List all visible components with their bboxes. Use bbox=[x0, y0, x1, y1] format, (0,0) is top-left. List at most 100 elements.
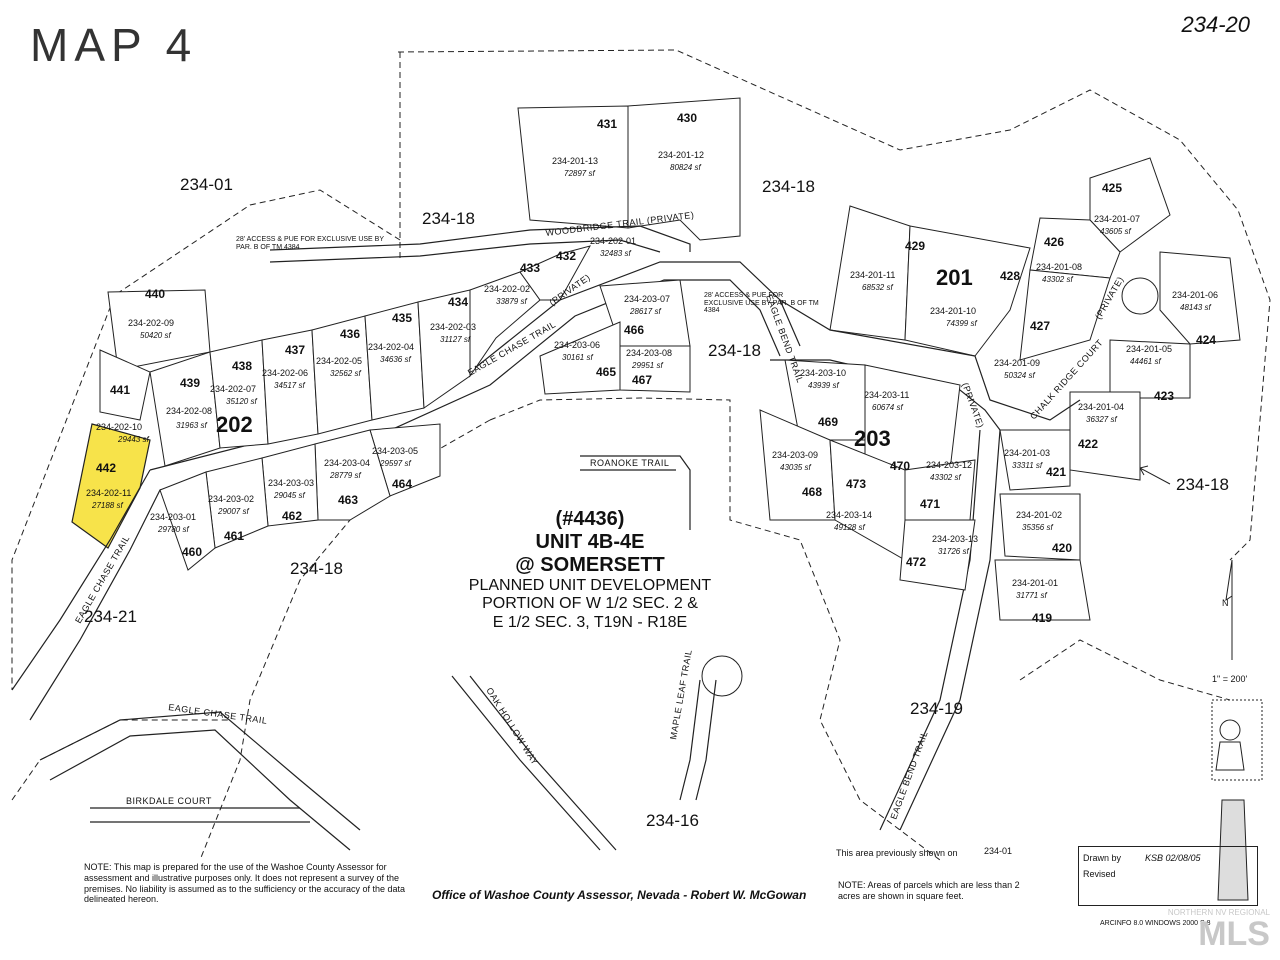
lot-433[interactable]: 433 bbox=[520, 261, 540, 275]
lot-427[interactable]: 427 bbox=[1030, 319, 1050, 333]
parcel-433 bbox=[469, 271, 541, 378]
apn-430: 234-201-12 bbox=[658, 150, 704, 160]
lot-429[interactable]: 429 bbox=[905, 239, 925, 253]
lot-469[interactable]: 469 bbox=[818, 415, 838, 429]
lot-432[interactable]: 432 bbox=[556, 249, 576, 263]
area-421: 33311 sf bbox=[1012, 461, 1043, 470]
book-label: 234-16 bbox=[646, 811, 699, 830]
apn-469: 234-203-10 bbox=[800, 368, 846, 378]
lot-466[interactable]: 466 bbox=[624, 323, 644, 337]
lot-420[interactable]: 420 bbox=[1052, 541, 1072, 555]
lot-419[interactable]: 419 bbox=[1032, 611, 1052, 625]
north-arrow-icon: N bbox=[1222, 559, 1233, 660]
area-465: 30161 sf bbox=[562, 353, 593, 362]
apn-438: 234-202-07 bbox=[210, 384, 256, 394]
apn-467: 234-203-08 bbox=[626, 348, 672, 358]
parcel-432 bbox=[519, 245, 592, 301]
lot-460[interactable]: 460 bbox=[182, 545, 202, 559]
map-label: MAP 4 bbox=[30, 19, 198, 71]
disclaimer-note: NOTE: This map is prepared for the use o… bbox=[84, 862, 405, 905]
lot-424[interactable]: 424 bbox=[1196, 333, 1216, 347]
lot-437[interactable]: 437 bbox=[285, 343, 305, 357]
area-471: 43302 sf bbox=[930, 473, 961, 482]
area-437: 34517 sf bbox=[274, 381, 305, 390]
scale-label: 1" = 200' bbox=[1212, 674, 1248, 684]
lot-465[interactable]: 465 bbox=[596, 365, 616, 379]
road-label-maple-leaf: MAPLE LEAF TRAIL bbox=[668, 649, 694, 741]
apn-436: 234-202-05 bbox=[316, 356, 362, 366]
parcel-426 bbox=[1029, 217, 1121, 279]
apn-428: 234-201-10 bbox=[930, 306, 976, 316]
lot-436[interactable]: 436 bbox=[340, 327, 360, 341]
apn-471: 234-203-12 bbox=[926, 460, 972, 470]
lot-438[interactable]: 438 bbox=[232, 359, 252, 373]
title-code: (#4436) bbox=[555, 508, 625, 530]
area-467: 29951 sf bbox=[631, 361, 663, 370]
lot-435[interactable]: 435 bbox=[392, 311, 412, 325]
apn-421: 234-201-03 bbox=[1004, 448, 1050, 458]
title-portion-2: E 1/2 SEC. 3, T19N - R18E bbox=[492, 613, 688, 631]
book-label: 234-21 bbox=[84, 607, 137, 626]
area-427: 50324 sf bbox=[1004, 371, 1035, 380]
easement-note-right: 28' ACCESS & PUE FOR EXCLUSIVE USE BY PA… bbox=[704, 292, 819, 314]
title-portion-1: PORTION OF W 1/2 SEC. 2 & bbox=[482, 595, 698, 613]
lot-467[interactable]: 467 bbox=[632, 373, 652, 387]
area-426: 43302 sf bbox=[1042, 275, 1073, 284]
section-label-202: 202 bbox=[216, 412, 253, 437]
area-470: 60674 sf bbox=[872, 403, 903, 412]
book-label: 234-18 bbox=[1176, 475, 1229, 494]
section-label-201: 201 bbox=[936, 265, 973, 290]
lot-431[interactable]: 431 bbox=[597, 117, 617, 131]
lot-462[interactable]: 462 bbox=[282, 509, 302, 523]
map-book-number: 234-20 bbox=[1181, 12, 1250, 37]
mls-watermark-logo: NORTHERN NV REGIONAL MLS bbox=[1130, 908, 1270, 952]
lot-442[interactable]: 442 bbox=[96, 461, 116, 475]
book-label: 234-18 bbox=[708, 341, 761, 360]
road-woodbridge bbox=[269, 225, 691, 263]
lot-464[interactable]: 464 bbox=[392, 477, 412, 491]
road-label-eagle-chase-lower: EAGLE CHASE TRAIL bbox=[168, 702, 268, 726]
road-eagle-chase-lower bbox=[39, 711, 361, 851]
lot-461[interactable]: 461 bbox=[224, 529, 244, 543]
lot-422[interactable]: 422 bbox=[1078, 437, 1098, 451]
lot-470[interactable]: 470 bbox=[890, 459, 910, 473]
lot-441[interactable]: 441 bbox=[110, 383, 130, 397]
apn-427: 234-201-09 bbox=[994, 358, 1040, 368]
lot-426[interactable]: 426 bbox=[1044, 235, 1064, 249]
apn-468: 234-203-09 bbox=[772, 450, 818, 460]
lot-473[interactable]: 473 bbox=[846, 477, 866, 491]
apn-437: 234-202-06 bbox=[262, 368, 308, 378]
book-label: 234-19 bbox=[910, 699, 963, 718]
area-468: 43035 sf bbox=[780, 463, 811, 472]
lot-428[interactable]: 428 bbox=[1000, 269, 1020, 283]
drawn-by-value: KSB 02/08/05 bbox=[1145, 853, 1201, 863]
apn-440: 234-202-09 bbox=[128, 318, 174, 328]
area-436: 32562 sf bbox=[330, 369, 361, 378]
area-419: 31771 sf bbox=[1016, 591, 1047, 600]
book-boundary bbox=[11, 52, 401, 690]
software-footer: ARCINFO 8.0 WINDOWS 2000 S.8 bbox=[1100, 920, 1211, 927]
book-boundary bbox=[397, 49, 1271, 701]
lot-421[interactable]: 421 bbox=[1046, 465, 1066, 479]
area-473: 49128 sf bbox=[834, 523, 865, 532]
lot-439[interactable]: 439 bbox=[180, 376, 200, 390]
lot-471[interactable]: 471 bbox=[920, 497, 940, 511]
road-eagle-bend bbox=[770, 359, 1001, 431]
area-430: 80824 sf bbox=[670, 163, 701, 172]
area-429: 68532 sf bbox=[862, 283, 893, 292]
lot-468[interactable]: 468 bbox=[802, 485, 822, 499]
lot-425[interactable]: 425 bbox=[1102, 181, 1122, 195]
watermark-main: MLS bbox=[1198, 915, 1270, 953]
lot-472[interactable]: 472 bbox=[906, 555, 926, 569]
lot-463[interactable]: 463 bbox=[338, 493, 358, 507]
road-label-eagle-bend-lower: EAGLE BEND TRAIL bbox=[888, 730, 929, 821]
apn-423: 234-201-05 bbox=[1126, 344, 1172, 354]
lot-430[interactable]: 430 bbox=[677, 111, 697, 125]
apn-435: 234-202-04 bbox=[368, 342, 414, 352]
lot-423[interactable]: 423 bbox=[1154, 389, 1174, 403]
lot-434[interactable]: 434 bbox=[448, 295, 468, 309]
lot-440[interactable]: 440 bbox=[145, 287, 165, 301]
parcel-425 bbox=[1089, 157, 1171, 253]
parcel-427 bbox=[1019, 269, 1111, 361]
